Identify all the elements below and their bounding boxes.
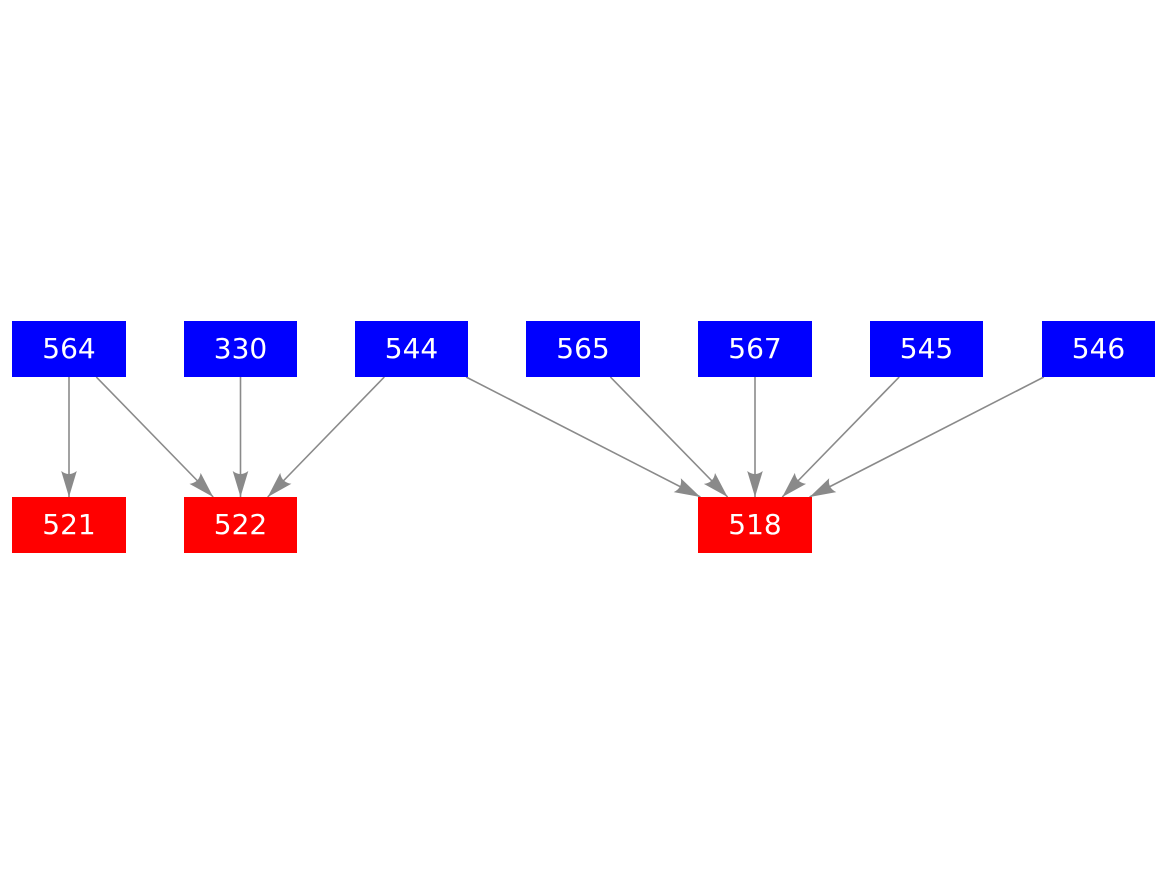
graph-node-545: 545 [870, 321, 983, 377]
edge-565-518 [609, 376, 729, 498]
graph-node-521: 521 [12, 497, 126, 553]
edge-546-518 [809, 376, 1045, 498]
edge-544-522 [267, 376, 385, 498]
edge-545-518 [781, 376, 900, 498]
edge-544-518 [465, 376, 701, 498]
graph-node-518: 518 [698, 497, 812, 553]
edge-564-522 [95, 376, 214, 498]
graph-node-565: 565 [526, 321, 640, 377]
graph-node-544: 544 [355, 321, 468, 377]
graph-node-567: 567 [698, 321, 812, 377]
graph-node-546: 546 [1042, 321, 1155, 377]
graph-node-330: 330 [184, 321, 297, 377]
graph-node-564: 564 [12, 321, 126, 377]
graph-node-522: 522 [184, 497, 297, 553]
